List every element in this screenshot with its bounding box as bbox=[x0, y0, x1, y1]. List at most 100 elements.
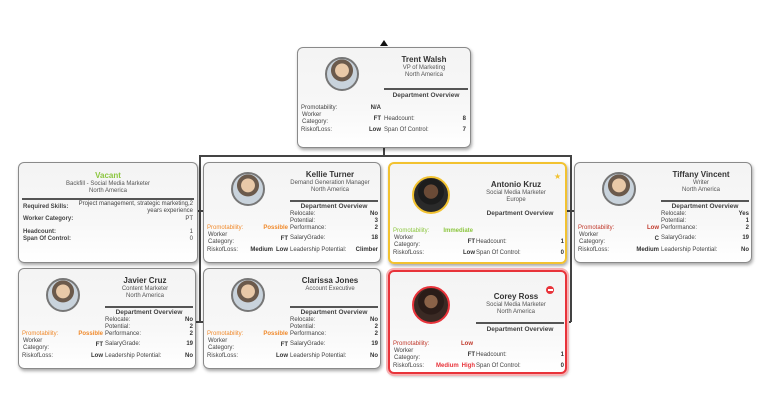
avatar bbox=[46, 278, 80, 312]
relocate-row-value: No bbox=[370, 317, 378, 323]
salary-grade-row-value: 19 bbox=[371, 341, 378, 347]
worker-category-label: Worker Category: bbox=[23, 338, 50, 351]
worker-category-value: FT bbox=[467, 351, 475, 358]
potential-row: Potential:2 bbox=[105, 324, 193, 331]
performance-row: Performance:2 bbox=[290, 225, 378, 232]
worker-category-label: Worker Category: bbox=[302, 112, 329, 125]
salary-grade-row-value: 19 bbox=[742, 235, 749, 241]
performance-row: Performance:2 bbox=[290, 331, 378, 338]
employee-title: VP of Marketing bbox=[402, 65, 446, 71]
leadership-row: Leadership Potential: No bbox=[290, 353, 378, 360]
department-overview-link[interactable]: Department Overview bbox=[300, 309, 368, 316]
employee-name[interactable]: Kellie Turner bbox=[305, 170, 355, 179]
promotability-row-value: Low bbox=[647, 225, 659, 231]
promotability-row: Promotability:Possible bbox=[207, 331, 288, 338]
employee-name[interactable]: Antonio Kruz bbox=[490, 180, 542, 189]
risk-row: RiskofLoss:Low bbox=[301, 127, 381, 134]
department-overview-link[interactable]: Department Overview bbox=[392, 92, 460, 99]
worker-category-label: Worker Category: bbox=[208, 338, 235, 351]
avatar bbox=[412, 286, 450, 324]
relocate-row-label: Relocate: bbox=[290, 317, 316, 323]
connector bbox=[199, 155, 201, 322]
headcount-row-label: Headcount: bbox=[476, 352, 507, 358]
potential-row-value: 1 bbox=[745, 218, 749, 224]
promotability-row: Promotability:Possible bbox=[22, 331, 103, 338]
department-overview-link[interactable]: Department Overview bbox=[115, 309, 183, 316]
leadership-row-value: No bbox=[370, 353, 378, 359]
salary-grade-row-label: SalaryGrade: bbox=[290, 235, 326, 241]
employee-name[interactable]: Tiffany Vincent bbox=[672, 170, 730, 179]
department-overview-link[interactable]: Department Overview bbox=[486, 326, 554, 333]
relocate-row: Relocate:Yes bbox=[661, 211, 749, 218]
connector bbox=[565, 321, 571, 323]
risk-row-label: RiskofLoss: bbox=[578, 247, 610, 253]
employee-name[interactable]: Trent Walsh bbox=[401, 55, 447, 64]
salary-grade-row: SalaryGrade:18 bbox=[290, 235, 378, 242]
divider bbox=[290, 306, 378, 308]
leadership-row-label: Leadership Potential: bbox=[290, 247, 347, 253]
promotability-row: Promotability:Low bbox=[393, 341, 473, 348]
collapse-icon[interactable] bbox=[380, 40, 388, 46]
risk-row: RiskofLoss:Low bbox=[393, 250, 475, 257]
connector bbox=[383, 148, 385, 156]
risk-row-value: Low bbox=[91, 353, 103, 359]
leadership-row: Leadership Potential: Climber bbox=[290, 247, 378, 254]
performance-row-label: Performance: bbox=[290, 225, 327, 231]
promotability-row-label: Promotability: bbox=[301, 105, 338, 111]
leadership-row-label: Leadership Potential: bbox=[290, 353, 347, 359]
department-overview-link[interactable]: Department Overview bbox=[671, 203, 739, 210]
leadership-row: Leadership Potential:No bbox=[661, 247, 749, 254]
promotability-row-label: Promotability: bbox=[393, 341, 430, 347]
leadership-row-value: Climber bbox=[355, 247, 378, 253]
department-overview-link[interactable]: Department Overview bbox=[300, 203, 368, 210]
risk-row: RiskofLoss:Low bbox=[22, 353, 103, 360]
relocate-row-label: Relocate: bbox=[105, 317, 131, 323]
span-row: Span Of Control:0 bbox=[476, 363, 564, 370]
employee-name[interactable]: Clarissa Jones bbox=[301, 276, 359, 285]
required-skills-value: Project management, strategic marketing,… bbox=[78, 201, 193, 214]
employee-title: Content Marketer bbox=[121, 286, 169, 292]
department-overview-link[interactable]: Department Overview bbox=[486, 210, 554, 217]
span-value: 0 bbox=[189, 236, 193, 242]
relocate-row-value: Yes bbox=[738, 211, 749, 217]
potential-row: Potential:3 bbox=[290, 218, 378, 225]
employee-name[interactable]: Javier Cruz bbox=[123, 276, 167, 285]
risk-row-label: RiskofLoss: bbox=[393, 250, 425, 256]
worker-category-label: Worker Category: bbox=[23, 216, 74, 222]
potential-row: Potential:1 bbox=[661, 218, 749, 225]
promotability-row: Promotability:Immediate bbox=[393, 228, 473, 235]
promotability-row-label: Promotability: bbox=[393, 228, 430, 234]
employee-title: Social Media Marketer bbox=[486, 302, 546, 308]
risk-row-label: RiskofLoss: bbox=[207, 353, 239, 359]
promotability-row: Promotability:Possible bbox=[207, 225, 288, 232]
leadership-row-value: No bbox=[741, 247, 749, 253]
promotability-row: Promotability:Low bbox=[578, 225, 659, 232]
divider bbox=[476, 322, 564, 324]
performance-row-label: Performance: bbox=[661, 225, 698, 231]
employee-name[interactable]: Corey Ross bbox=[493, 292, 539, 301]
avatar bbox=[231, 172, 265, 206]
divider bbox=[105, 306, 193, 308]
span-row: Span Of Control:0 bbox=[476, 250, 564, 257]
employee-title: Social Media Marketer bbox=[486, 190, 546, 196]
vacant-status: Vacant bbox=[95, 171, 121, 180]
promotability-row-label: Promotability: bbox=[22, 331, 59, 337]
headcount-value: 1 bbox=[189, 229, 193, 235]
promotability-row-value: Possible bbox=[263, 331, 288, 337]
relocate-row: Relocate:No bbox=[105, 317, 193, 324]
performance-row-value: 2 bbox=[745, 225, 749, 231]
headcount-row: Headcount:1 bbox=[476, 239, 564, 246]
risk-row-value: Medium bbox=[435, 363, 459, 369]
worker-category-label: Worker Category: bbox=[394, 235, 421, 248]
